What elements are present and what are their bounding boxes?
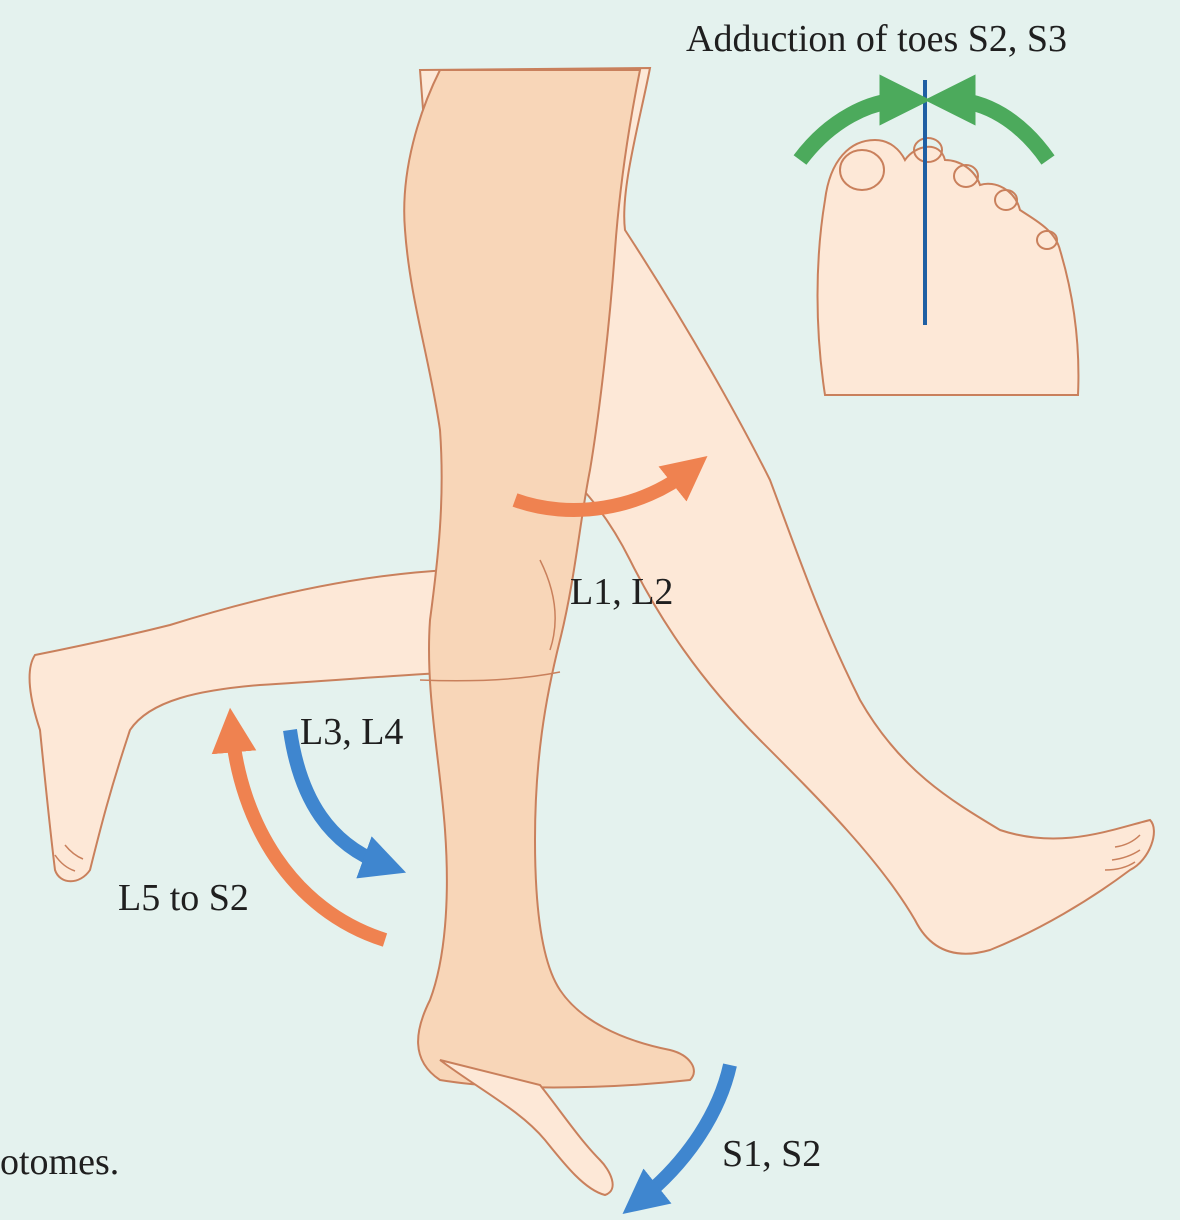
knee-flexion-label: L5 to S2	[118, 879, 249, 917]
caption-fragment: otomes.	[0, 1143, 119, 1181]
hip-flexion-label: L1, L2	[570, 573, 673, 611]
toe-adduction-arrow-right	[950, 100, 1048, 160]
knee-flexion-arrow	[232, 730, 385, 940]
ankle-plantarflexion-arrow	[640, 1065, 730, 1200]
adduction-toes-label: Adduction of toes S2, S3	[686, 20, 1067, 58]
knee-extension-label: L3, L4	[300, 713, 403, 751]
ankle-plantarflexion-label: S1, S2	[722, 1135, 821, 1173]
toes-inset	[818, 80, 1079, 395]
